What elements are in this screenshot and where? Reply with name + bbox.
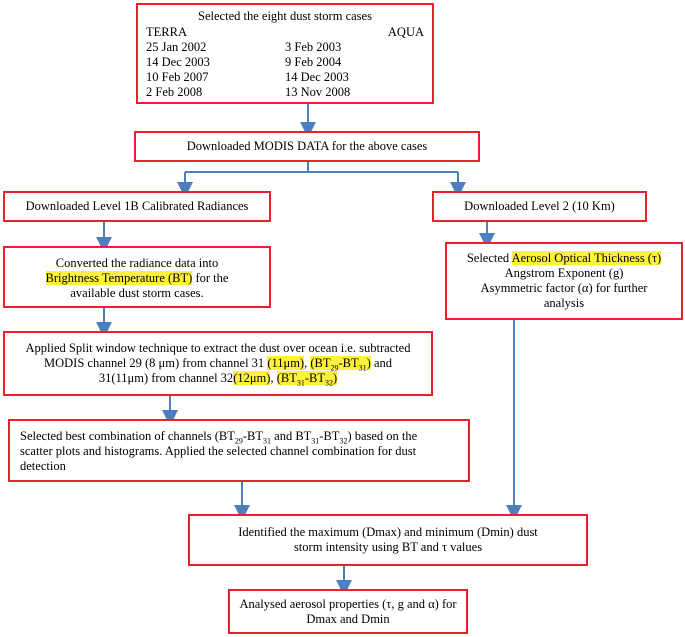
box-dust-storm-cases: Selected the eight dust storm cases TERR… [136, 3, 434, 104]
box-split-window: Applied Split window technique to extrac… [3, 331, 433, 396]
terra-label: TERRA [146, 25, 187, 39]
aqua-date: 3 Feb 2003 [285, 40, 342, 54]
aot-highlight: Aerosol Optical Thickness (τ) [511, 251, 662, 265]
box-brightness-temperature: Converted the radiance data into Brightn… [3, 246, 271, 308]
terra-date: 14 Dec 2003 [146, 55, 210, 69]
aot-line3: Asymmetric factor (α) for further [480, 281, 648, 295]
terra-date: 25 Jan 2002 [146, 40, 207, 54]
aqua-date: 13 Nov 2008 [285, 85, 351, 99]
cases-table: TERRA AQUA 25 Jan 2002 3 Feb 2003 14 Dec… [138, 25, 432, 100]
bt-highlight: Brightness Temperature (BT) [45, 271, 193, 285]
download-modis-text: Downloaded MODIS DATA for the above case… [186, 139, 428, 153]
split-line2: MODIS channel 29 (8 μm) from channel 31 … [43, 356, 392, 373]
aot-prefix: Selected [466, 251, 512, 265]
level2-text: Downloaded Level 2 (10 Km) [464, 199, 615, 213]
split-line3: 31(11μm) from channel 32(12μm), (BT31-BT… [98, 371, 338, 388]
combo-line1: Selected best combination of channels (B… [20, 429, 418, 446]
box-level2: Downloaded Level 2 (10 Km) [432, 191, 647, 222]
box-identify-intensity: Identified the maximum (Dmax) and minimu… [188, 514, 588, 566]
combo-line3: detection [20, 459, 66, 473]
identify-line2: storm intensity using BT and τ values [293, 540, 483, 554]
terra-date: 10 Feb 2007 [146, 70, 209, 84]
terra-date: 2 Feb 2008 [146, 85, 203, 99]
aqua-date: 14 Dec 2003 [285, 70, 349, 84]
cases-title: Selected the eight dust storm cases [198, 9, 372, 23]
box-analyse-aerosol: Analysed aerosol properties (τ, g and α)… [228, 589, 468, 634]
box-aerosol-selection: Selected Aerosol Optical Thickness (τ) A… [445, 242, 683, 320]
box-download-modis: Downloaded MODIS DATA for the above case… [134, 131, 480, 162]
combo-line2: scatter plots and histograms. Applied th… [20, 444, 417, 458]
bt-after: for the [192, 271, 229, 285]
identify-line1: Identified the maximum (Dmax) and minimu… [238, 525, 538, 539]
aot-line2: Angstrom Exponent (g) [504, 266, 624, 280]
aqua-label: AQUA [387, 25, 424, 39]
split-line1: Applied Split window technique to extrac… [25, 341, 411, 355]
bt-line3: available dust storm cases. [70, 286, 204, 300]
analyse-line1: Analysed aerosol properties (τ, g and α)… [239, 597, 457, 611]
bt-line1: Converted the radiance data into [55, 256, 219, 270]
aqua-date: 9 Feb 2004 [285, 55, 342, 69]
box-level1b: Downloaded Level 1B Calibrated Radiances [3, 191, 271, 222]
aot-line4: analysis [543, 296, 585, 310]
analyse-line2: Dmax and Dmin [306, 612, 390, 626]
box-channel-combination: Selected best combination of channels (B… [8, 419, 470, 482]
level1b-text: Downloaded Level 1B Calibrated Radiances [25, 199, 249, 213]
